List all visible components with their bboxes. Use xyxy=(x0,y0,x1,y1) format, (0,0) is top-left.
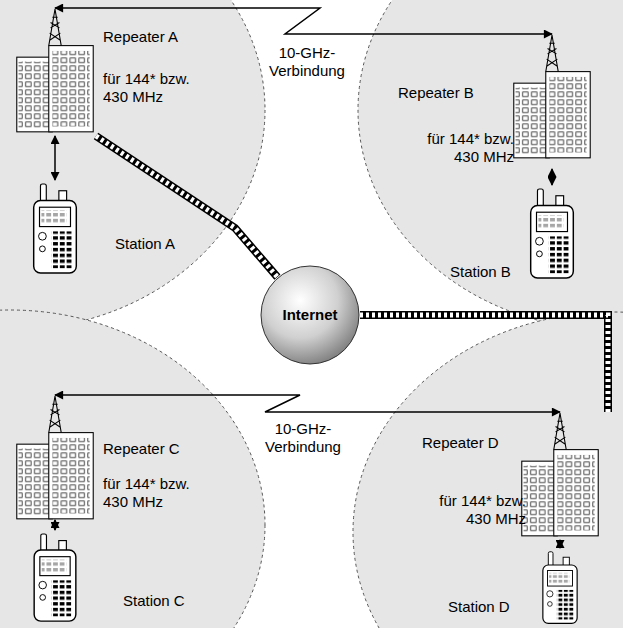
radio-link xyxy=(552,169,553,185)
repeater-node: Repeater A für 144* bzw. 430 MHz xyxy=(8,8,221,136)
repeater-building xyxy=(522,413,598,536)
node-title: Repeater C xyxy=(103,440,218,458)
node-label: Internet xyxy=(282,306,337,324)
radio-link xyxy=(560,540,561,548)
coverage-area xyxy=(358,0,623,330)
frequency-note: für 144* bzw. 430 MHz xyxy=(406,130,514,166)
station-node: Station B xyxy=(440,185,612,285)
handheld-radio xyxy=(34,534,76,621)
radio-link xyxy=(55,395,560,412)
frequency-note: für 144* bzw. 430 MHz xyxy=(103,475,215,511)
internet-node: Internet xyxy=(260,265,360,365)
handheld-radios xyxy=(34,184,577,623)
repeater-building xyxy=(17,9,93,132)
internet-link xyxy=(96,136,277,277)
coverage-area xyxy=(353,312,623,628)
handheld-radio xyxy=(531,189,574,278)
node-title: Station C xyxy=(123,592,213,610)
handheld-radio xyxy=(543,552,577,624)
coverage-area xyxy=(0,0,265,330)
repeater-node: Repeater D für 144* bzw. 430 MHz xyxy=(420,412,615,540)
frequency-note: für 144* bzw. 430 MHz xyxy=(103,70,215,106)
repeater-building xyxy=(17,396,93,519)
label-center: Internet xyxy=(260,265,360,365)
frequency-note: für 144* bzw. 430 MHz xyxy=(426,492,526,528)
node-title: Station A xyxy=(115,235,205,253)
repeater-building xyxy=(514,35,590,158)
node-title: Repeater D xyxy=(422,434,522,452)
node-title: Repeater B xyxy=(398,84,498,102)
link-label: 10-GHz-Verbindung xyxy=(258,420,348,456)
internet-link xyxy=(360,315,608,412)
repeater-node: Repeater C für 144* bzw. 430 MHz xyxy=(8,395,221,520)
radio-link xyxy=(55,520,56,530)
radio-link xyxy=(55,136,56,180)
handheld-radio xyxy=(34,184,77,273)
repeater-node: Repeater B für 144* bzw. 430 MHz xyxy=(392,34,617,169)
node-title: Station D xyxy=(448,598,530,616)
link-label: 10-GHz-Verbindung xyxy=(262,44,352,80)
station-node: Station C xyxy=(20,530,216,625)
station-node: Station A xyxy=(18,180,208,280)
node-title: Station B xyxy=(450,263,530,281)
coverage-area xyxy=(0,310,265,628)
node-title: Repeater A xyxy=(103,28,218,46)
station-node: Station D xyxy=(440,548,615,624)
repeater-buildings xyxy=(17,9,598,536)
